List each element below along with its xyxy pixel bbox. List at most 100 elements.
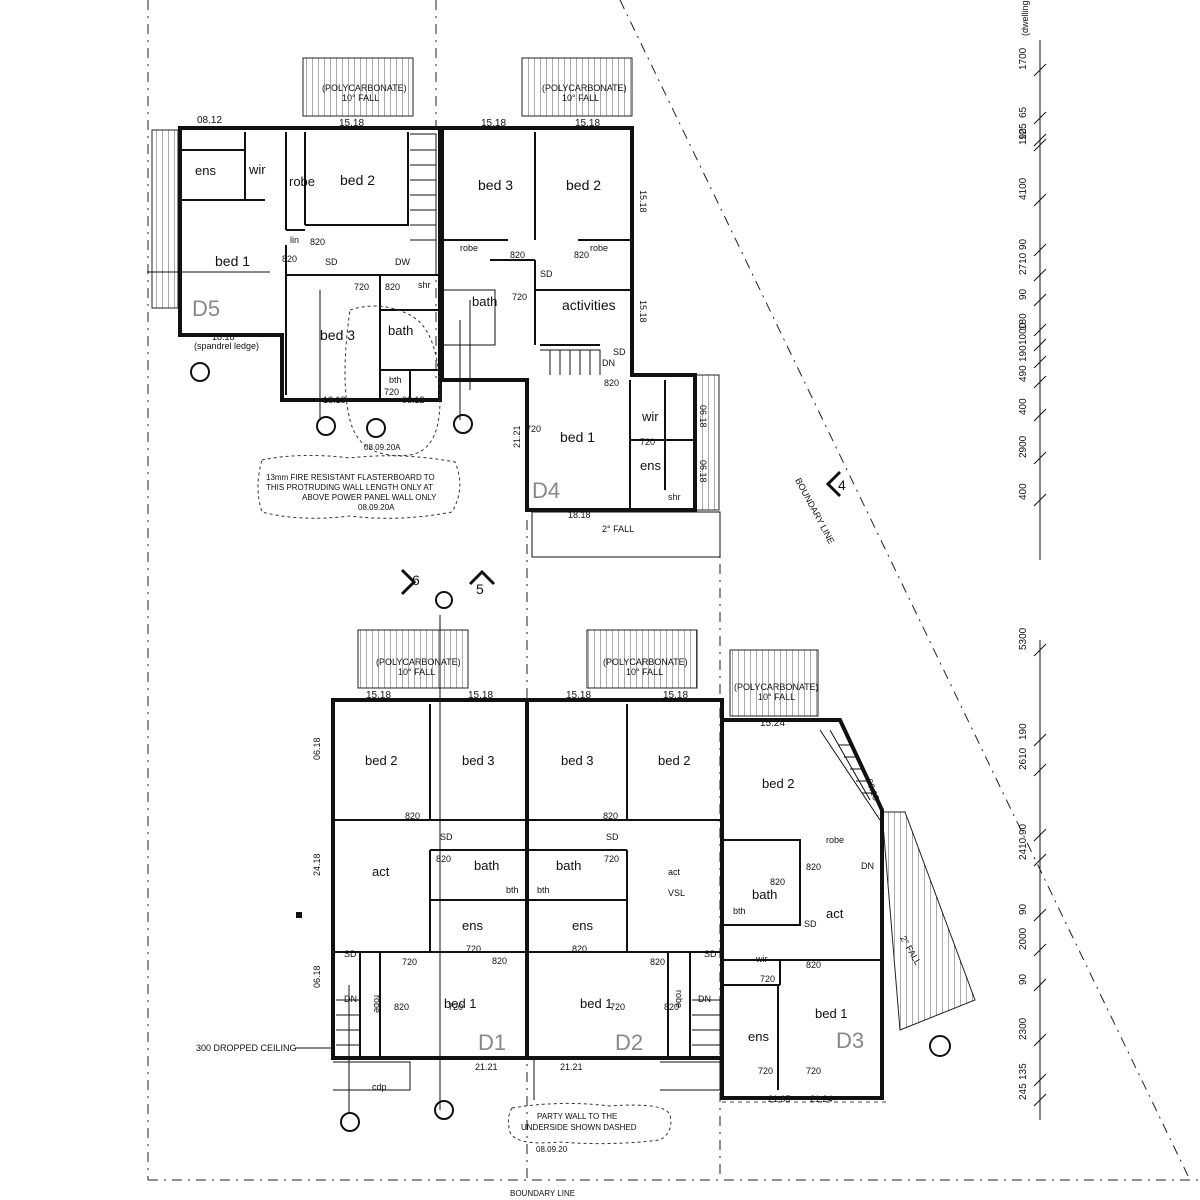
- door-width-label: 820: [394, 1002, 409, 1012]
- d4-dn: DN: [602, 358, 615, 368]
- door-width-label: 820: [385, 282, 400, 292]
- d4-canopy-label: (POLYCARBONATE): [542, 83, 627, 93]
- dimension-tick: [1033, 943, 1047, 957]
- rev-tag: 08.09.20A: [364, 443, 401, 452]
- d1-bed1-label: bed 1: [444, 996, 477, 1011]
- dimension-tick: [1033, 828, 1047, 842]
- d1-bth-label: bth: [506, 885, 519, 895]
- dwelling4-tag: (dwelling 4): [1020, 0, 1030, 36]
- d1-sd: SD: [440, 832, 453, 842]
- fire-note: [257, 305, 461, 519]
- side-dim-1: 06.18: [312, 737, 322, 760]
- d3-side-deck: [881, 811, 976, 1031]
- d4-balcony-fall: 2° FALL: [602, 524, 634, 534]
- right-dimension-string: 1700651251904100902710901801000190490400…: [1018, 40, 1047, 1120]
- dimension-value: 90: [1018, 288, 1029, 300]
- dimension-value: 2610: [1018, 747, 1029, 770]
- side-dim-2: 24.18: [312, 853, 322, 876]
- dimension-value: 4100: [1018, 177, 1029, 200]
- dimension-tick: [1033, 133, 1047, 147]
- dimension-value: 245: [1018, 1083, 1029, 1100]
- dimension-tick: [1033, 193, 1047, 207]
- d3-bed1-label: bed 1: [815, 1006, 848, 1021]
- dimension-tick: [1033, 978, 1047, 992]
- d4-bath-label: bath: [472, 294, 497, 309]
- d2-dim-bot: 21.21: [560, 1062, 583, 1072]
- dimension-value: 400: [1018, 398, 1029, 415]
- d2-bed2-label: bed 2: [658, 753, 691, 768]
- d5-dim-bot-1b: (spandrel ledge): [194, 341, 259, 351]
- d3-canopy-fall: 10° FALL: [758, 692, 795, 702]
- d1-bath-label: bath: [474, 858, 499, 873]
- fire-note-rev: 08.09.20A: [358, 503, 395, 512]
- d4-side-balcony: [694, 374, 720, 511]
- fire-note-line-1: 13mm FIRE RESISTANT FLASTERBOARD TO: [266, 473, 435, 482]
- dimension-value: 190: [1018, 128, 1029, 145]
- d4-bed1-label: bed 1: [560, 429, 595, 445]
- dimension-value: 400: [1018, 483, 1029, 500]
- d4-robe-b-label: robe: [590, 243, 608, 253]
- dimension-tick: [1033, 268, 1047, 282]
- door-width-label: 820: [436, 854, 451, 864]
- d3-robe-label: robe: [826, 835, 844, 845]
- d1-sd-2: SD: [344, 949, 357, 959]
- d1-bed3-label: bed 3: [462, 753, 495, 768]
- dimension-value: 5300: [1018, 627, 1029, 650]
- d3-sd: SD: [804, 919, 817, 929]
- dimension-tick: [1033, 408, 1047, 422]
- d1-dim-top-2: 15.18: [468, 690, 493, 701]
- door-width-label: 820: [405, 811, 420, 821]
- door-width-label: 720: [610, 1002, 625, 1012]
- dimension-tick: [1033, 111, 1047, 125]
- d3-bath-label: bath: [752, 887, 777, 902]
- d5-wir-label: wir: [248, 162, 266, 177]
- dropped-ceiling-label: 300 DROPPED CEILING: [196, 1043, 297, 1053]
- dimension-value: 190: [1018, 723, 1029, 740]
- dimension-tick: [1033, 63, 1047, 77]
- d3-canopy-label: (POLYCARBONATE): [734, 682, 819, 692]
- d4-sd-2: SD: [613, 347, 626, 357]
- dwelling-d4: [440, 57, 721, 558]
- d1-polycarbonate-canopy: [357, 629, 469, 689]
- door-width-label: 820: [574, 250, 589, 260]
- d4-dim-bot: 18.18: [568, 510, 591, 520]
- dimension-value: 190: [1018, 345, 1029, 362]
- party-wall-rev: 08.09.20: [536, 1145, 568, 1154]
- door-width-label: 720: [806, 1066, 821, 1076]
- d4-sd: SD: [540, 269, 553, 279]
- dimension-value: 65: [1018, 106, 1029, 118]
- side-dim-7: 06.18: [698, 405, 708, 428]
- dimension-value: 90: [1018, 973, 1029, 985]
- d1-robe-label: robe: [372, 995, 382, 1013]
- d1-bed2-label: bed 2: [365, 753, 398, 768]
- fire-note-line-3: ABOVE POWER PANEL WALL ONLY: [302, 493, 437, 502]
- dimension-value: 180: [1018, 313, 1029, 330]
- d5-robe-label: robe: [289, 174, 315, 189]
- d5-dwelling-tag: D5: [192, 296, 220, 321]
- d4-dim-top-2: 15.18: [575, 118, 600, 129]
- d5-dim-bot-1: 18.18: [212, 332, 235, 342]
- d3-dn: DN: [861, 861, 874, 871]
- marker-square: [296, 912, 302, 918]
- d4-wir-label: wir: [641, 409, 659, 424]
- d5-dim-top-2: 15.18: [339, 118, 364, 129]
- dwellings-d1-d2-d3: [295, 615, 976, 1112]
- dimension-tick: [1033, 493, 1047, 507]
- dimension-tick: [1033, 375, 1047, 389]
- boundary-bottom-label: BOUNDARY LINE: [510, 1189, 575, 1198]
- dwelling-d5: [147, 57, 496, 420]
- dimension-value: 135: [1018, 1063, 1029, 1080]
- door-width-label: 720: [760, 974, 775, 984]
- dimension-tick: [1033, 908, 1047, 922]
- dimension-tick: [1033, 1033, 1047, 1047]
- section-6-label: 6: [412, 572, 420, 588]
- d2-sd-2: SD: [704, 949, 717, 959]
- d5-bed2-label: bed 2: [340, 172, 375, 188]
- d5-bath-label: bath: [388, 323, 413, 338]
- door-width-label: 720: [402, 957, 417, 967]
- d5-lin-label: lin: [290, 235, 299, 245]
- d4-robe-a-label: robe: [460, 243, 478, 253]
- side-dim-5: 15.18: [638, 300, 648, 323]
